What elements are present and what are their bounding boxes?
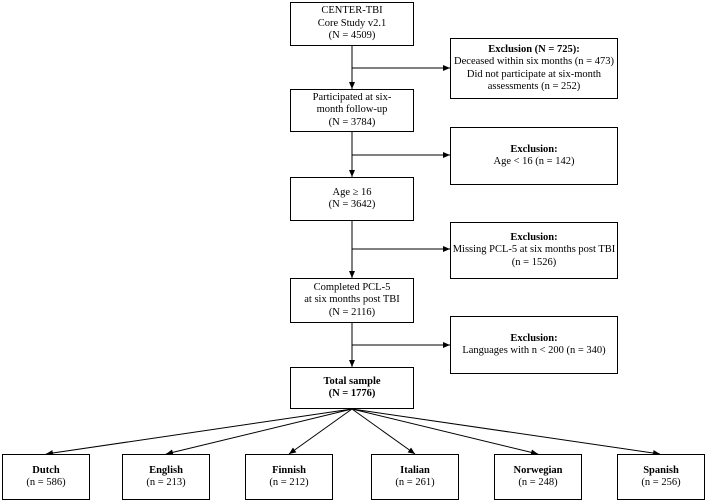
exclusion-line: Deceased within six months (n = 473) bbox=[454, 56, 614, 67]
exclusion-line: (n = 1526) bbox=[511, 256, 557, 268]
box-lang-english: English (n = 213) bbox=[122, 454, 210, 500]
language-name: English bbox=[149, 464, 183, 476]
box-line: (N = 1776) bbox=[328, 388, 376, 399]
language-count: (n = 256) bbox=[641, 477, 681, 488]
box-age: Age ≥ 16 (N = 3642) bbox=[290, 177, 414, 221]
box-exclusion-1: Exclusion (N = 725): Deceased within six… bbox=[450, 38, 618, 99]
box-line: (N = 3642) bbox=[328, 199, 376, 210]
language-name: Italian bbox=[400, 464, 430, 476]
box-line: CENTER-TBI bbox=[321, 5, 383, 17]
box-line: month follow-up bbox=[316, 104, 388, 116]
language-count: (n = 261) bbox=[395, 477, 435, 488]
box-center-tbi: CENTER-TBI Core Study v2.1 (N = 4509) bbox=[290, 2, 414, 46]
box-line: Participated at six- bbox=[312, 91, 392, 103]
box-lang-finnish: Finnish (n = 212) bbox=[245, 454, 333, 500]
box-line: Age ≥ 16 bbox=[332, 186, 372, 198]
arrow-lang-dutch bbox=[45, 408, 353, 456]
box-line: (N = 3784) bbox=[328, 116, 376, 128]
exclusion-line: Age < 16 (n = 142) bbox=[493, 156, 575, 167]
language-count: (n = 212) bbox=[269, 477, 309, 488]
arrow-lang-spanish bbox=[351, 408, 661, 456]
arrow-lang-italian bbox=[351, 408, 416, 455]
arrow-lang-finnish bbox=[288, 408, 353, 455]
language-name: Norwegian bbox=[513, 464, 563, 476]
arrow-lang-norwegian bbox=[351, 408, 539, 456]
box-completed-pcl5: Completed PCL-5 at six months post TBI (… bbox=[290, 278, 414, 323]
exclusion-line: Missing PCL-5 at six months post TBI bbox=[452, 244, 616, 256]
box-lang-norwegian: Norwegian (n = 248) bbox=[494, 454, 582, 500]
box-exclusion-2: Exclusion: Age < 16 (n = 142) bbox=[450, 127, 618, 185]
box-lang-spanish: Spanish (n = 256) bbox=[617, 454, 705, 500]
language-count: (n = 213) bbox=[146, 477, 186, 488]
box-total-sample: Total sample (N = 1776) bbox=[290, 367, 414, 409]
exclusion-line: assessments (n = 252) bbox=[487, 81, 581, 92]
box-exclusion-4: Exclusion: Languages with n < 200 (n = 3… bbox=[450, 316, 618, 374]
box-line: (N = 2116) bbox=[328, 306, 376, 318]
language-count: (n = 586) bbox=[26, 477, 66, 488]
language-name: Dutch bbox=[32, 464, 60, 476]
exclusion-title: Exclusion: bbox=[510, 143, 558, 155]
exclusion-title: Exclusion (N = 725): bbox=[488, 43, 580, 55]
box-line: Total sample bbox=[323, 375, 381, 387]
box-participated: Participated at six- month follow-up (N … bbox=[290, 89, 414, 132]
exclusion-title: Exclusion: bbox=[510, 332, 558, 344]
language-count: (n = 248) bbox=[518, 477, 558, 488]
exclusion-line: Did not participate at six-month bbox=[466, 68, 602, 80]
box-line: Core Study v2.1 bbox=[317, 17, 387, 29]
box-line: (N = 4509) bbox=[328, 30, 376, 42]
box-lang-dutch: Dutch (n = 586) bbox=[2, 454, 90, 500]
arrow-lang-english bbox=[165, 408, 353, 456]
box-lang-italian: Italian (n = 261) bbox=[371, 454, 459, 500]
exclusion-title: Exclusion: bbox=[510, 231, 558, 243]
exclusion-line: Languages with n < 200 (n = 340) bbox=[462, 345, 606, 356]
language-name: Spanish bbox=[643, 464, 679, 476]
box-line: Completed PCL-5 bbox=[313, 281, 391, 293]
box-line: at six months post TBI bbox=[304, 294, 400, 306]
box-exclusion-3: Exclusion: Missing PCL-5 at six months p… bbox=[450, 222, 618, 279]
language-name: Finnish bbox=[272, 464, 306, 476]
